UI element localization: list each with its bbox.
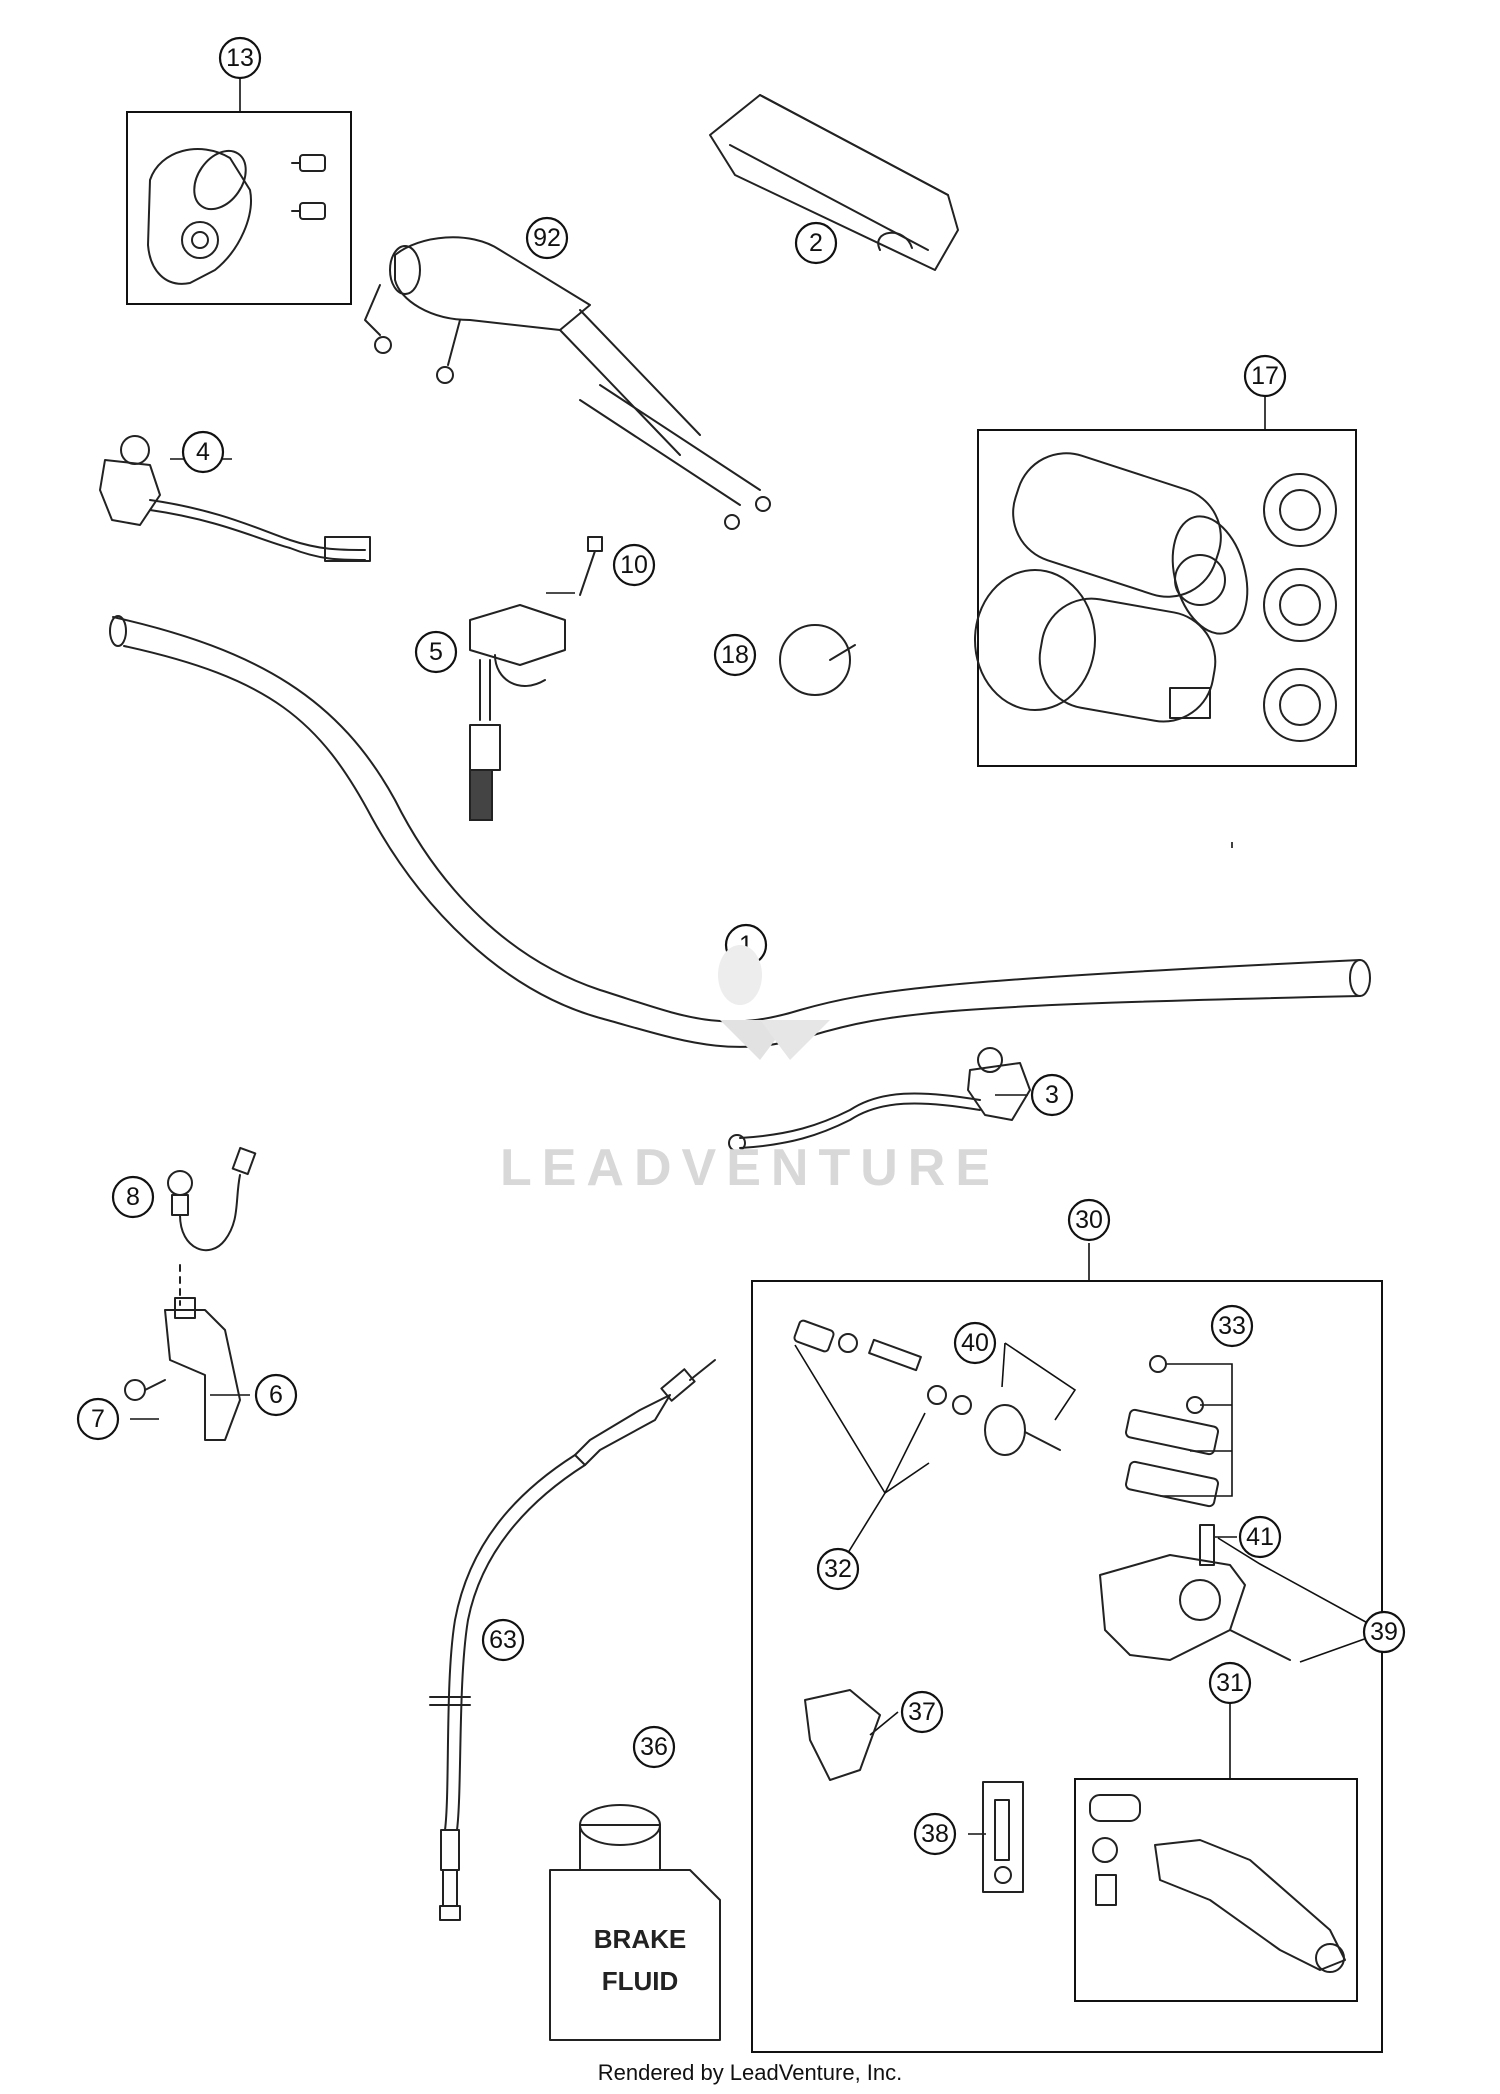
callout-6: 6 — [254, 1373, 298, 1417]
callout-label: 6 — [269, 1381, 283, 1409]
cable-tie-18 — [779, 624, 856, 696]
brake-line-63 — [429, 1359, 716, 1921]
watermark-text: LEADVENTURE — [500, 1139, 1000, 1197]
callout-32: 32 — [816, 1547, 860, 1591]
handlebar — [109, 615, 1371, 1048]
callout-40: 40 — [953, 1321, 997, 1365]
callout-label: 92 — [533, 224, 561, 252]
callout-7: 7 — [76, 1397, 120, 1441]
pin-38 — [982, 1781, 1024, 1893]
screw-10 — [579, 536, 603, 596]
callout-label: 17 — [1251, 362, 1279, 390]
box-31 — [1074, 1778, 1358, 2002]
footer-credit: Rendered by LeadVenture, Inc. — [597, 2060, 903, 2085]
callout-label: 7 — [91, 1405, 105, 1433]
watermark-logo — [718, 945, 830, 1060]
callout-8: 8 — [111, 1175, 155, 1219]
box-13 — [126, 111, 352, 305]
callout-label: 3 — [1045, 1081, 1059, 1109]
switch-5 — [469, 604, 566, 821]
spring-32 — [793, 1319, 972, 1415]
callout-36: 36 — [632, 1725, 676, 1769]
bottle-label-line-1: BRAKE — [594, 1924, 686, 1954]
callout-5: 5 — [414, 630, 458, 674]
callout-17: 17 — [1243, 354, 1287, 398]
sensor-8 — [167, 1146, 257, 1306]
brake-fluid-bottle-36: BRAKE FLUID — [549, 1804, 721, 2041]
callout-label: 41 — [1246, 1523, 1274, 1551]
cap-37 — [804, 1689, 881, 1781]
switch-4 — [99, 435, 371, 562]
callout-31: 31 — [1208, 1661, 1252, 1705]
throttle-92 — [364, 236, 771, 530]
callout-label: 2 — [809, 229, 823, 257]
lever-31 — [1089, 1794, 1346, 1973]
callout-label: 13 — [226, 44, 254, 72]
callout-label: 10 — [620, 551, 648, 579]
callout-4: 4 — [181, 430, 225, 474]
clamp-6 — [164, 1297, 241, 1441]
master-cylinder — [1099, 1524, 1291, 1661]
callout-92: 92 — [525, 216, 569, 260]
bottle-label-line-2: FLUID — [602, 1966, 679, 1996]
callout-33: 33 — [1210, 1304, 1254, 1348]
switch-3 — [728, 1047, 1031, 1152]
mount-clamp-13 — [147, 148, 326, 285]
callout-63: 63 — [481, 1618, 525, 1662]
callout-10: 10 — [612, 543, 656, 587]
callout-label: 40 — [961, 1329, 989, 1357]
callout-18: 18 — [713, 633, 757, 677]
callout-label: 39 — [1370, 1618, 1398, 1646]
callout-label: 37 — [908, 1698, 936, 1726]
screws-33 — [1125, 1355, 1219, 1508]
callout-3: 3 — [1030, 1073, 1074, 1117]
boot-40 — [984, 1404, 1061, 1456]
grip-set-17 — [974, 452, 1337, 742]
callout-39: 39 — [1362, 1610, 1406, 1654]
callout-30: 30 — [1067, 1198, 1111, 1242]
callout-38: 38 — [913, 1812, 957, 1856]
callout-label: 4 — [196, 438, 210, 466]
callout-2: 2 — [794, 221, 838, 265]
callout-label: 31 — [1216, 1669, 1244, 1697]
callout-37: 37 — [900, 1690, 944, 1734]
callout-label: 8 — [126, 1183, 140, 1211]
callout-label: 38 — [921, 1820, 949, 1848]
callout-label: 18 — [721, 641, 749, 669]
box-17 — [977, 429, 1357, 767]
callout-label: 30 — [1075, 1206, 1103, 1234]
callout-label: 36 — [640, 1733, 668, 1761]
callout-label: 33 — [1218, 1312, 1246, 1340]
bolt-7 — [124, 1379, 166, 1401]
callout-41: 41 — [1238, 1515, 1282, 1559]
callout-label: 5 — [429, 638, 443, 666]
callout-label: 63 — [489, 1626, 517, 1654]
callout-13: 13 — [218, 36, 262, 80]
callout-label: 32 — [824, 1555, 852, 1583]
bar-pad-2 — [709, 94, 959, 271]
box-30 — [751, 1280, 1383, 2053]
